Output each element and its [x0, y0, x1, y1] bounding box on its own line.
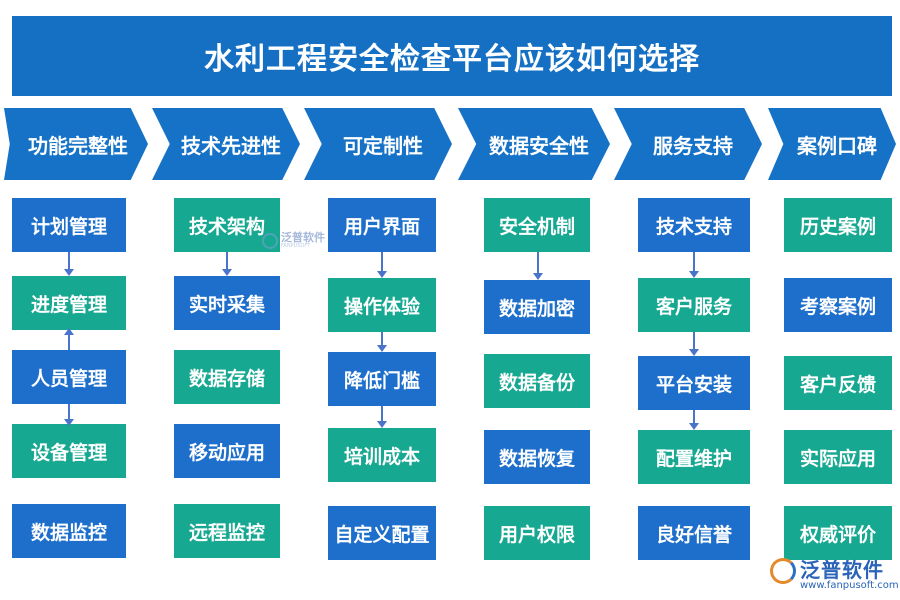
connector-arrow	[64, 328, 74, 350]
col2-item-3: 数据存储	[174, 350, 280, 404]
col1-item-4: 设备管理	[12, 424, 126, 478]
connector-arrow	[377, 332, 387, 352]
watermark-small: 泛普软件 FANPUSOFT	[262, 232, 325, 249]
col2-item-4: 移动应用	[174, 424, 280, 478]
col4-item-5: 用户权限	[484, 506, 590, 560]
column-header-4: 数据安全性	[458, 108, 610, 180]
col6-item-4: 实际应用	[784, 430, 892, 484]
col3-item-4: 培训成本	[328, 428, 436, 482]
connector-arrow	[689, 332, 699, 356]
col6-item-5: 权威评价	[784, 506, 892, 560]
col3-item-5: 自定义配置	[328, 506, 436, 560]
connector-arrow	[689, 410, 699, 430]
col1-item-3: 人员管理	[12, 350, 126, 404]
column-header-3: 可定制性	[304, 108, 452, 180]
col2-item-2: 实时采集	[174, 276, 280, 330]
connector-arrow	[377, 406, 387, 428]
connector-arrow	[64, 404, 74, 426]
col5-item-3: 平台安装	[638, 356, 750, 410]
col5-item-2: 客户服务	[638, 278, 750, 332]
fanpu-logo-icon	[262, 232, 278, 249]
col1-item-2: 进度管理	[12, 276, 126, 330]
column-header-2: 技术先进性	[152, 108, 300, 180]
fanpu-logo-icon	[770, 558, 796, 584]
col4-item-4: 数据恢复	[484, 430, 590, 484]
watermark-small-brand: 泛普软件	[281, 231, 325, 244]
col2-item-1: 技术架构	[174, 198, 280, 252]
column-header-5: 服务支持	[614, 108, 762, 180]
watermark-small-sub: FANPUSOFT	[281, 243, 311, 249]
connector-arrow	[689, 252, 699, 278]
connector-arrow	[64, 252, 74, 276]
col1-item-5: 数据监控	[12, 504, 126, 558]
col4-item-3: 数据备份	[484, 354, 590, 408]
col6-item-3: 客户反馈	[784, 356, 892, 410]
watermark-brand: 泛普软件	[800, 558, 884, 582]
watermark: 泛普软件 www.fanpusoft.com	[770, 552, 899, 596]
column-header-1: 功能完整性	[4, 108, 148, 180]
col5-item-4: 配置维护	[638, 430, 750, 484]
col2-item-5: 远程监控	[174, 504, 280, 558]
connector-arrow	[533, 252, 543, 280]
col5-item-1: 技术支持	[638, 198, 750, 252]
col3-item-1: 用户界面	[328, 198, 436, 252]
col5-item-5: 良好信誉	[638, 506, 750, 560]
col3-item-3: 降低门槛	[328, 352, 436, 406]
connector-arrow	[222, 252, 232, 276]
col6-item-2: 考察案例	[784, 278, 892, 332]
col4-item-1: 安全机制	[484, 198, 590, 252]
watermark-url: www.fanpusoft.com	[800, 580, 899, 591]
col3-item-2: 操作体验	[328, 278, 436, 332]
connector-arrow	[377, 252, 387, 278]
col6-item-1: 历史案例	[784, 198, 892, 252]
col4-item-2: 数据加密	[484, 280, 590, 334]
diagram-title: 水利工程安全检查平台应该如何选择	[12, 16, 892, 96]
column-header-6: 案例口碑	[768, 108, 896, 180]
col1-item-1: 计划管理	[12, 198, 126, 252]
